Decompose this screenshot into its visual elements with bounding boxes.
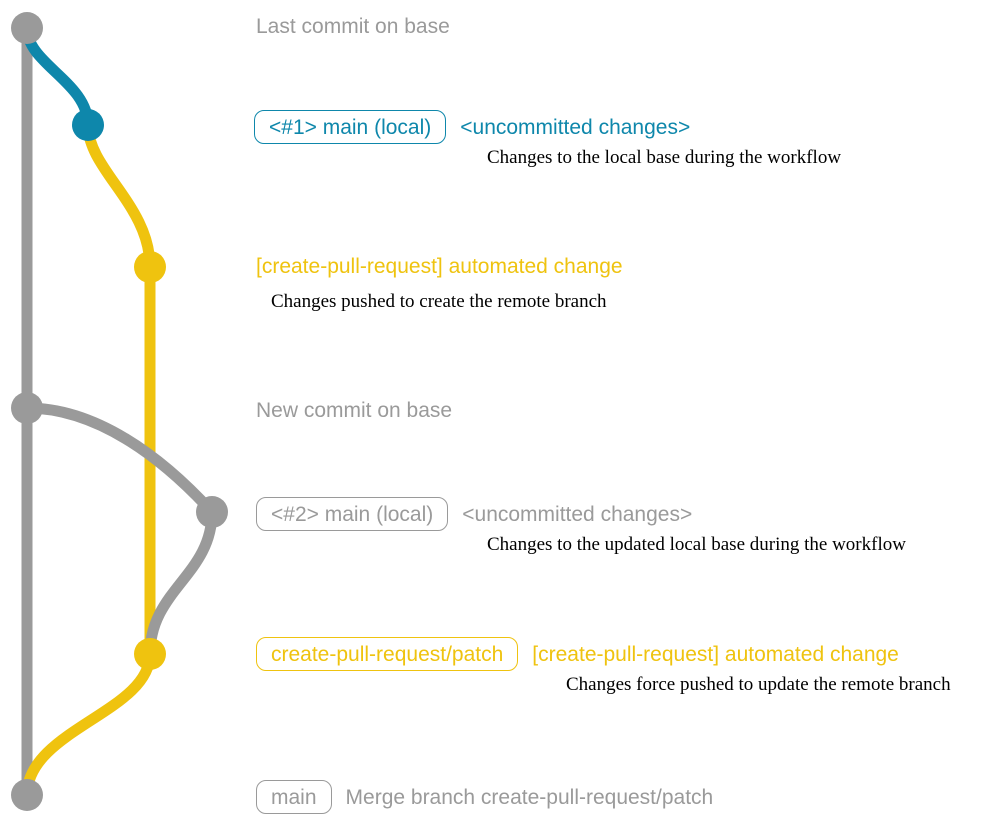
- edge-remote2-to-merge: [21, 648, 156, 801]
- commit-row-remote-commit-2: create-pull-request/patch [create-pull-r…: [256, 637, 899, 671]
- commit-subject-new-commit-on-base: New commit on base: [256, 399, 453, 422]
- edge-local2-to-remote2: [144, 506, 218, 660]
- commit-row-local-change-1: <#1> main (local) <uncommitted changes>: [254, 110, 690, 144]
- commit-node-base-1: [11, 12, 43, 44]
- commit-node-remote-2: [134, 638, 166, 670]
- commit-row-local-change-2: <#2> main (local) <uncommitted changes>: [256, 497, 692, 531]
- commit-subject-remote-commit-2: [create-pull-request] automated change: [532, 642, 899, 666]
- ref-badge-create-pull-request-patch[interactable]: create-pull-request/patch: [256, 637, 519, 671]
- commit-node-remote-1: [134, 251, 166, 283]
- commit-subject-last-commit-on-base: Last commit on base: [256, 15, 450, 38]
- edge-base2-to-local2: [21, 402, 218, 518]
- commit-description-local-change-1: Changes to the local base during the wor…: [487, 147, 842, 168]
- edge-local1-to-remote1: [82, 119, 156, 273]
- commit-row-merge-commit: main Merge branch create-pull-request/pa…: [256, 780, 713, 814]
- ref-badge-main[interactable]: main: [256, 780, 332, 814]
- edge-base-to-local1: [21, 22, 94, 131]
- commit-subject-merge-commit: Merge branch create-pull-request/patch: [345, 785, 714, 809]
- ref-badge-main-local-2[interactable]: <#2> main (local): [256, 497, 449, 531]
- commit-subject-local-change-1: <uncommitted changes>: [460, 115, 691, 139]
- commit-description-remote-commit-1: Changes pushed to create the remote bran…: [271, 291, 607, 312]
- commit-node-local-1: [72, 109, 104, 141]
- commit-description-remote-commit-2: Changes force pushed to update the remot…: [566, 674, 951, 695]
- commit-nodes: [11, 12, 228, 811]
- commit-subject-remote-commit-1: [create-pull-request] automated change: [256, 255, 623, 278]
- commit-subject-local-change-2: <uncommitted changes>: [462, 502, 693, 526]
- commit-node-local-2: [196, 496, 228, 528]
- commit-node-base-3: [11, 779, 43, 811]
- ref-badge-main-local-1[interactable]: <#1> main (local): [254, 110, 447, 144]
- commit-description-local-change-2: Changes to the updated local base during…: [487, 534, 906, 555]
- commit-node-base-2: [11, 392, 43, 424]
